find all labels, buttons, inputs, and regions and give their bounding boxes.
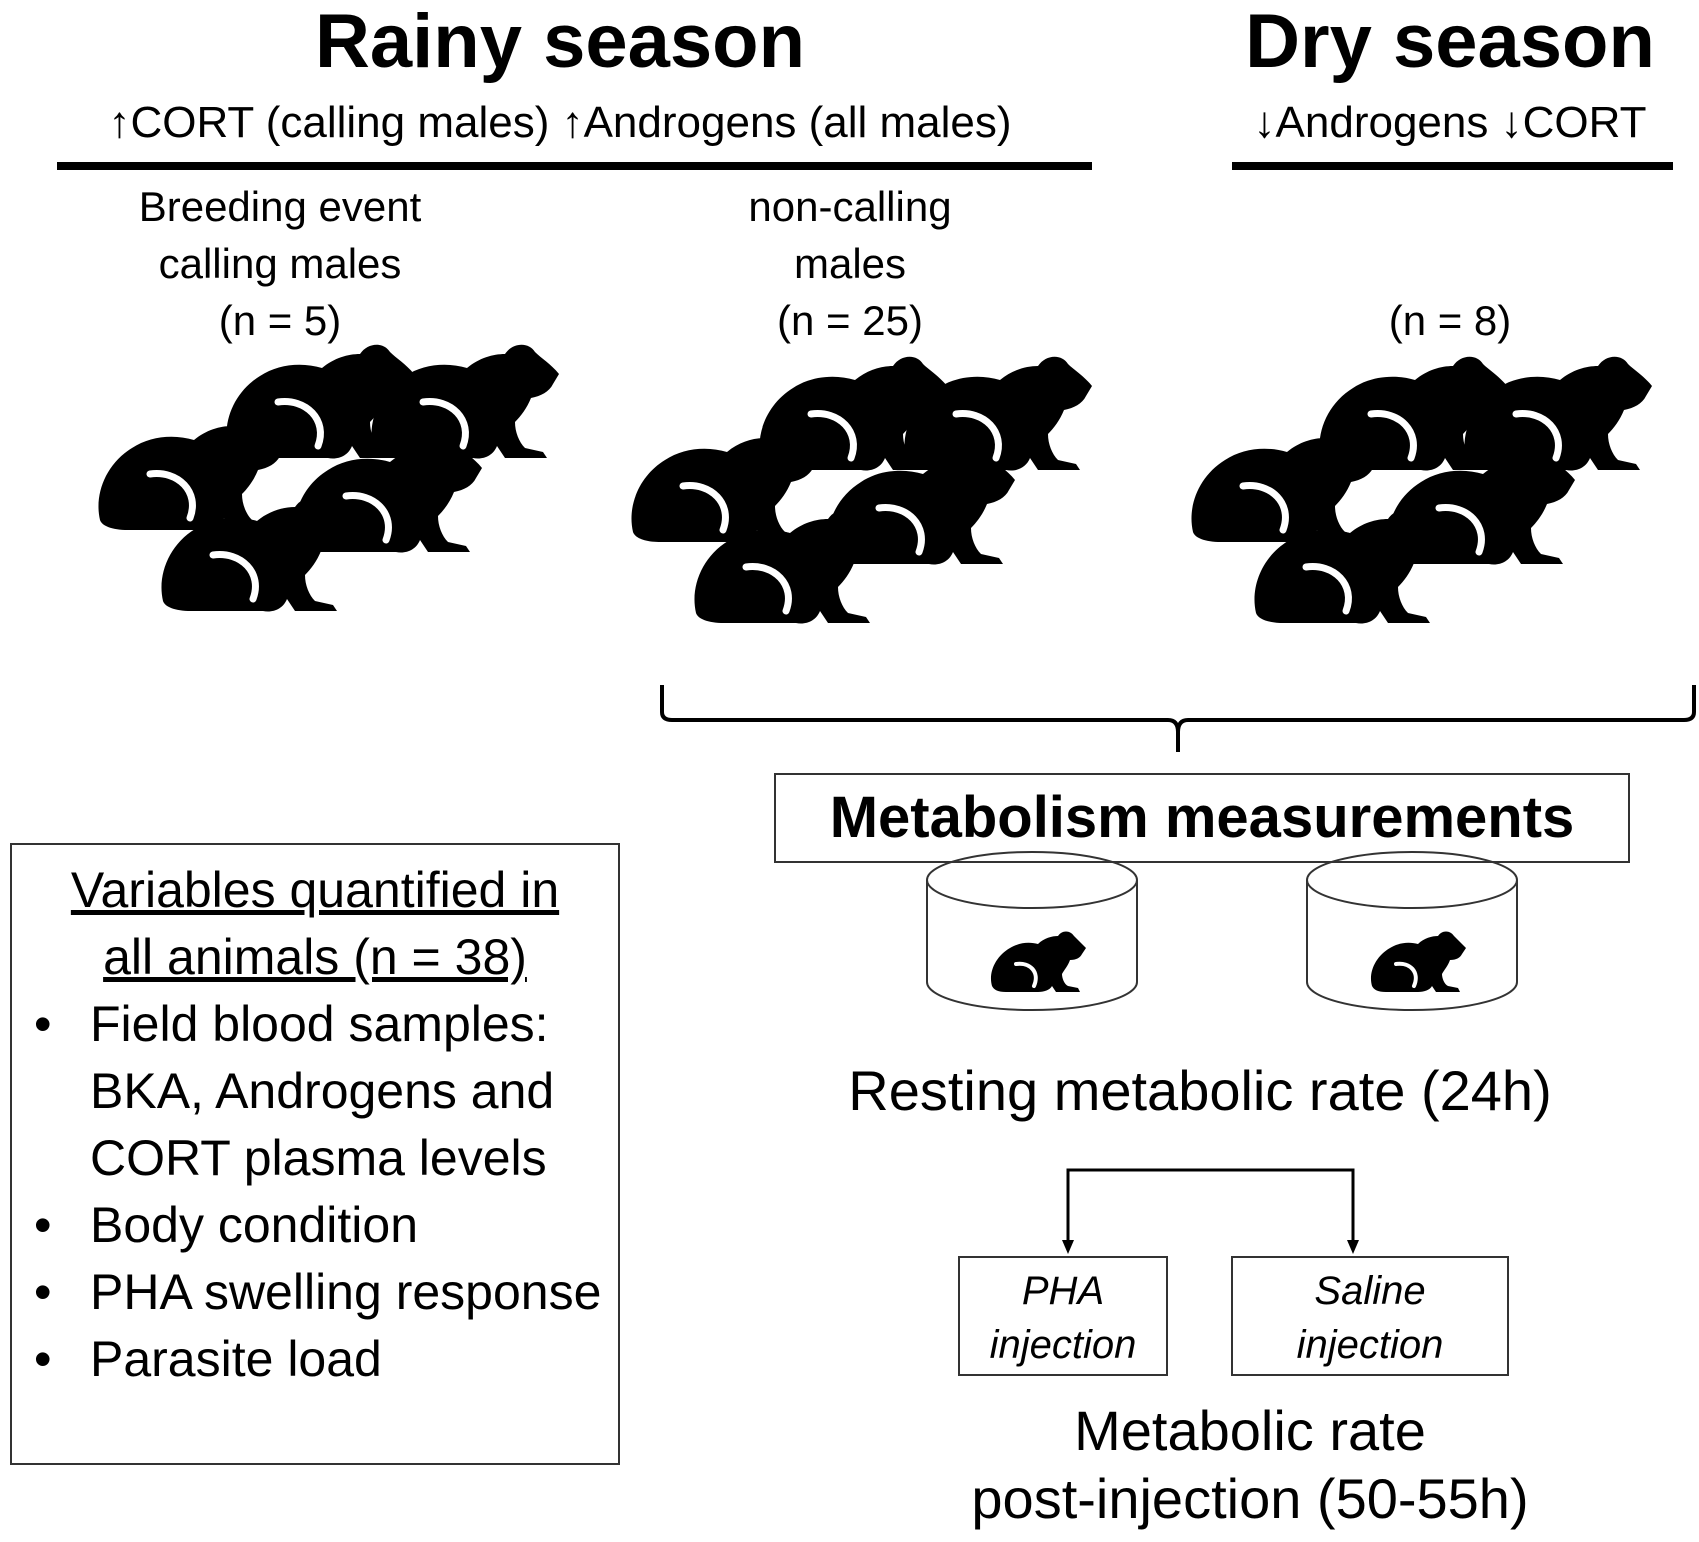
variables-item: PHA swelling response (20, 1259, 610, 1326)
frog-cluster-non-calling (631, 357, 1092, 624)
group-label-line: (n = 8) (1388, 297, 1512, 344)
post-injection-metabolic-rate: Metabolic rate post-injection (50-55h) (840, 1397, 1660, 1533)
frog-cluster-calling (98, 345, 559, 612)
post-injection-line: Metabolic rate (1074, 1399, 1426, 1462)
variables-title-line: all animals (n = 38) (103, 929, 527, 985)
group-label-line: non-calling (748, 183, 952, 230)
dry-season-title: Dry season (1245, 0, 1655, 84)
variables-box: Variables quantified in all animals (n =… (10, 843, 620, 1465)
injection-label-line: PHA (1021, 1269, 1105, 1313)
saline-injection-box: Saline injection (1231, 1256, 1509, 1376)
curly-brace (660, 685, 1696, 752)
group-label-line: (n = 5) (218, 297, 342, 344)
group-label-non-calling-males: non-calling males (n = 25) (650, 178, 1050, 349)
group-label-line: (n = 25) (777, 297, 923, 344)
arrow-down-right (1347, 1240, 1359, 1254)
variables-item: Body condition (20, 1192, 610, 1259)
group-label-line: males (793, 240, 907, 287)
variables-list: Field blood samples: BKA, Androgens and … (20, 991, 610, 1393)
pha-injection-box: PHA injection (958, 1256, 1168, 1376)
metabolism-title-box: Metabolism measurements (774, 773, 1630, 863)
rainy-season-rule (57, 162, 1092, 170)
post-injection-line: post-injection (50-55h) (971, 1467, 1529, 1530)
injection-arrows (1066, 1168, 1355, 1244)
group-label-dry: (n = 8) (1250, 292, 1650, 349)
injection-label-line: injection (989, 1323, 1137, 1367)
chamber-icon-right (1306, 851, 1518, 1011)
chamber-icon-left (926, 851, 1138, 1011)
rainy-season-subtitle: ↑CORT (calling males) ↑Androgens (all ma… (108, 98, 1012, 147)
rainy-season-title: Rainy season (315, 0, 805, 84)
dry-season-rule (1232, 162, 1673, 170)
variables-item: Parasite load (20, 1326, 610, 1393)
resting-metabolic-rate: Resting metabolic rate (24h) (848, 1059, 1552, 1122)
group-label-calling-males: Breeding event calling males (n = 5) (80, 178, 480, 349)
group-label-line: Breeding event (138, 183, 422, 230)
group-label-line: calling males (158, 240, 402, 287)
dry-season-subtitle: ↓Androgens ↓CORT (1253, 98, 1647, 147)
variables-item: Field blood samples: BKA, Androgens and … (20, 991, 610, 1192)
frog-cluster-dry (1191, 357, 1652, 624)
variables-title-line: Variables quantified in (70, 862, 560, 918)
arrow-down-left (1062, 1240, 1074, 1254)
injection-label-line: injection (1296, 1323, 1444, 1367)
injection-label-line: Saline (1314, 1269, 1426, 1313)
